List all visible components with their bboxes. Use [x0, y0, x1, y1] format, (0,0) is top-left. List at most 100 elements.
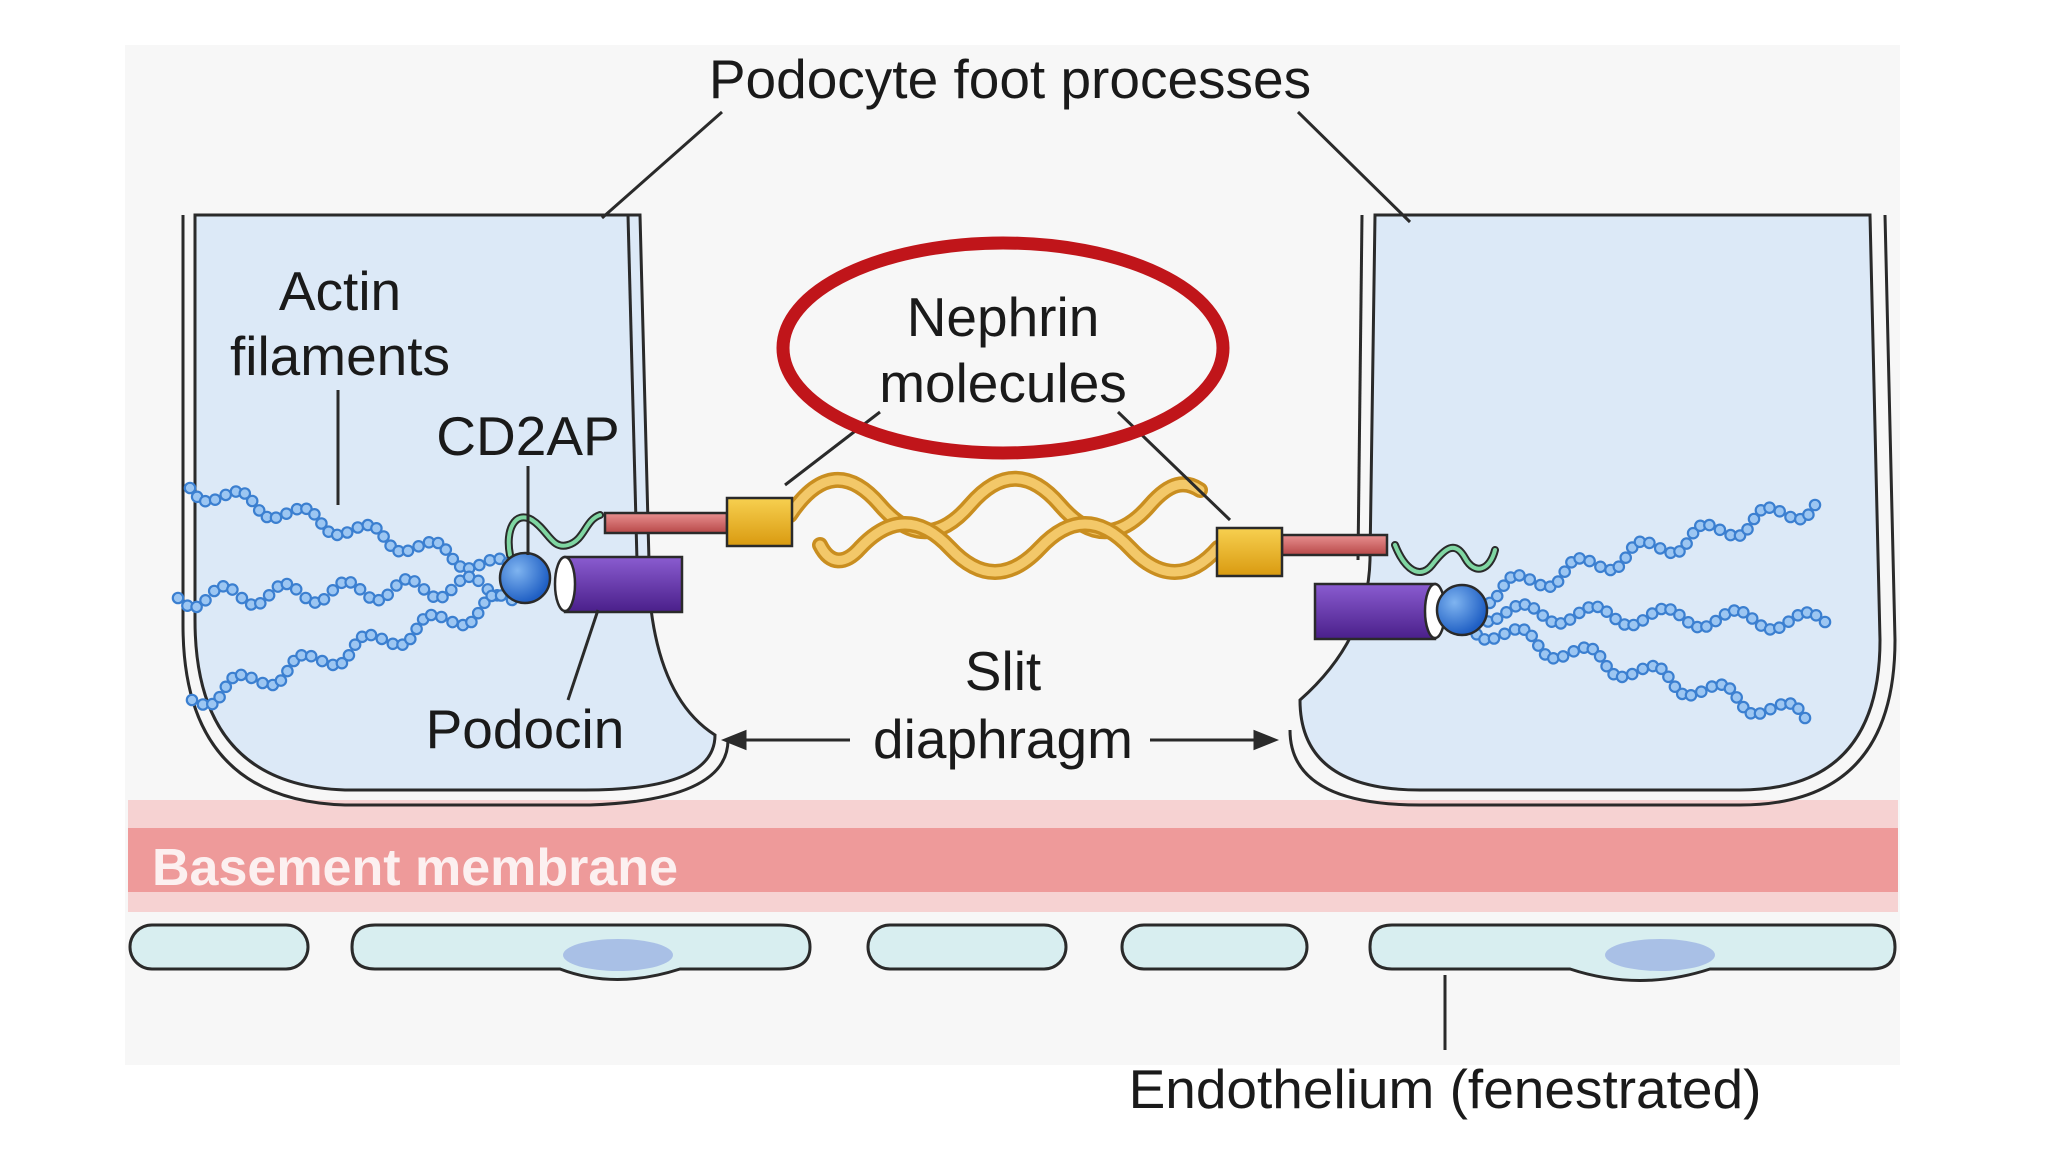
actin-bead: [1673, 608, 1686, 622]
slit-label: diaphragm: [873, 708, 1133, 770]
actin-bead: [1609, 612, 1622, 626]
left-foot-process-edge-line: [626, 214, 640, 601]
actin-bead: [1532, 639, 1545, 652]
actin-bead: [280, 577, 294, 591]
actin-bead: [1802, 508, 1815, 521]
actin-bead: [1573, 552, 1586, 565]
actin-bead: [219, 488, 232, 502]
actin-bead: [183, 481, 197, 495]
actin-bead: [381, 588, 394, 602]
actin-label: Actin: [279, 260, 401, 322]
actin-bead: [304, 649, 318, 663]
actin-bead: [1490, 612, 1504, 625]
actin-bead: [1741, 522, 1754, 536]
title-label: Podocyte foot processes: [709, 48, 1311, 110]
actin-bead: [390, 579, 403, 592]
actin-bead: [315, 654, 329, 668]
endothelium-cell: [128, 923, 310, 971]
nephrin-box-right: [1215, 526, 1284, 578]
actin-bead: [219, 680, 233, 694]
actin-bead: [1737, 605, 1750, 619]
actin-bead: [410, 622, 423, 636]
podocin-left: [553, 555, 684, 614]
actin-bead: [403, 632, 417, 646]
nephrin-box-left: [725, 496, 794, 548]
actin-bead: [185, 693, 199, 707]
actin-bead: [435, 610, 448, 624]
nephrin-rod-left: [603, 511, 729, 535]
actin-bead: [315, 517, 328, 530]
actin-bead: [1798, 711, 1812, 725]
cd2ap-link-left-core: [506, 513, 602, 557]
actin-bead: [1773, 504, 1786, 518]
actin-bead: [1523, 573, 1537, 586]
actin-bead: [253, 596, 267, 610]
right-foot-process: [1298, 213, 1882, 792]
slit-diaphragm-arrows: [720, 729, 1280, 751]
endothelium-cell: [866, 923, 1068, 971]
actin-bead: [465, 615, 478, 629]
actin-bead: [1700, 620, 1713, 633]
actin-bead: [478, 596, 491, 610]
actin-bead: [245, 671, 258, 685]
actin-bead: [1497, 579, 1510, 592]
basement-membrane-label: Basement membrane: [152, 839, 678, 897]
cd2ap-ball-left: [498, 551, 552, 605]
actin-bead: [330, 528, 344, 542]
actin-bead: [1747, 512, 1761, 526]
actin-bead: [281, 664, 294, 678]
actin-bead: [1594, 560, 1607, 574]
actin-bead: [1567, 644, 1580, 658]
actin-bead: [1673, 545, 1686, 558]
actin-bead: [1723, 682, 1737, 695]
actin-bead: [1573, 606, 1586, 620]
actin-bead: [326, 583, 340, 597]
actin-bead: [190, 600, 203, 614]
actin-bead: [1763, 501, 1776, 514]
actin-bead: [1563, 613, 1577, 626]
actin-bead: [1525, 629, 1538, 643]
endothelium-label: Endothelium (fenestrated): [1129, 1058, 1762, 1120]
actin-bead: [1809, 608, 1823, 622]
actin-bead: [1600, 605, 1613, 618]
actin-bead: [364, 628, 378, 642]
actin-bead: [1753, 707, 1767, 720]
actin-bead: [431, 536, 445, 550]
actin-bead: [1487, 632, 1501, 645]
actin-bead: [377, 530, 390, 543]
endothelium-nucleus: [1605, 939, 1715, 971]
slit-arrow-left-head: [720, 729, 747, 751]
actin-bead: [446, 615, 459, 629]
actin-bead: [472, 558, 486, 572]
actin-bead: [1556, 650, 1570, 663]
nephrin-label: Nephrin: [907, 286, 1100, 348]
actin-bead: [1490, 589, 1504, 603]
actin-bead: [234, 668, 248, 682]
actin-bead: [342, 648, 356, 662]
actin-bead: [1655, 662, 1668, 676]
actin-bead: [1547, 651, 1560, 665]
actin-bead: [171, 591, 185, 605]
actin-bead: [1558, 565, 1571, 578]
actin-bead: [1745, 612, 1759, 625]
actin-bead: [444, 583, 458, 597]
actin-bead: [372, 593, 386, 607]
actin-bead: [417, 583, 431, 596]
actin-bead: [213, 690, 226, 704]
actin-bead: [1612, 560, 1626, 573]
endothelium-cell: [1120, 923, 1309, 971]
actin-bead: [1782, 615, 1795, 628]
actin-bead: [335, 656, 349, 670]
actin-bead: [412, 539, 425, 553]
actin-bead: [1705, 680, 1719, 693]
actin-bead: [274, 674, 288, 687]
actin-bead: [436, 590, 449, 604]
actin-bead: [471, 606, 485, 620]
cd2ap-label: CD2AP: [436, 405, 619, 467]
actin-bead: [344, 576, 357, 589]
actin-bead: [308, 507, 321, 521]
cd2ap-ball-right: [1435, 583, 1489, 637]
actin-bead: [1773, 621, 1786, 634]
slit-label: Slit: [965, 640, 1041, 702]
